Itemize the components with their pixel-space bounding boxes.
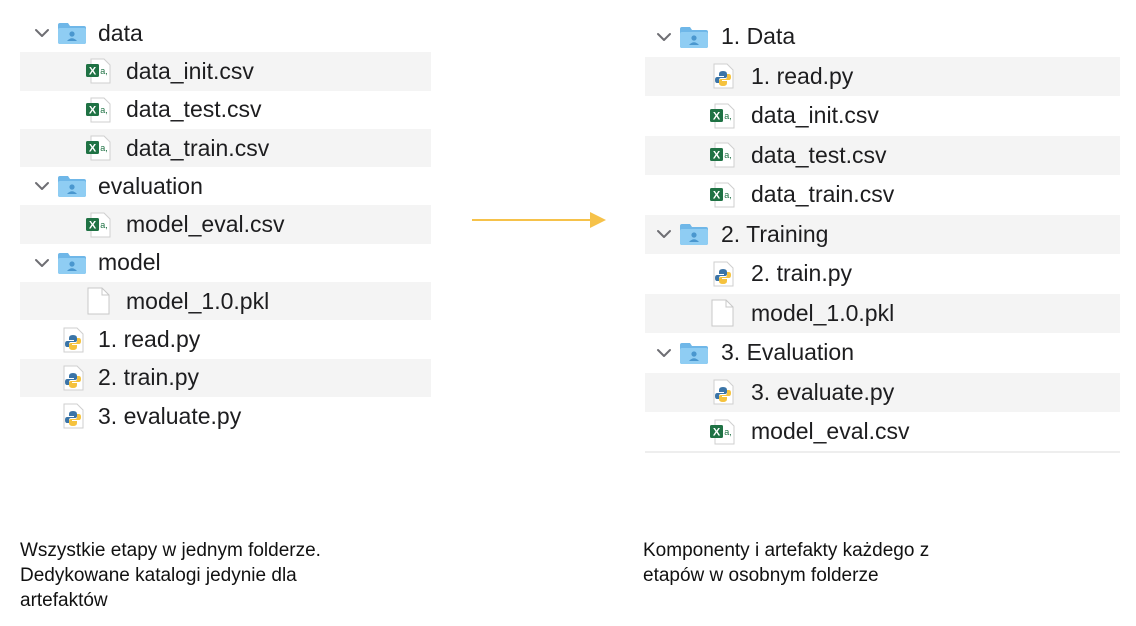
right-tree-row-label: 3. Evaluation	[721, 339, 854, 366]
left-tree-row[interactable]: evaluation	[20, 167, 431, 205]
python-file-icon	[709, 261, 735, 287]
svg-text:a,: a,	[100, 66, 108, 76]
python-file-icon	[59, 403, 85, 429]
right-tree-row-label: 3. evaluate.py	[751, 378, 895, 405]
left-tree-row-label: data_init.csv	[126, 57, 254, 84]
left-tree-row[interactable]: 2. train.py	[20, 358, 431, 397]
right-tree-row[interactable]: model_1.0.pkl	[645, 293, 1120, 333]
svg-text:X: X	[713, 150, 721, 162]
right-caption-line: Komponenty i artefakty każdego z	[643, 540, 930, 561]
right-tree-row-label: data_test.csv	[751, 141, 887, 168]
folder-icon	[679, 24, 709, 50]
left-tree-row[interactable]: data	[20, 14, 431, 52]
right-tree-row[interactable]: 3. Evaluation	[645, 333, 1120, 373]
right-tree-row-label: data_train.csv	[751, 181, 895, 208]
svg-text:X: X	[89, 219, 97, 231]
left-tree-row-label: data_test.csv	[126, 96, 262, 123]
left-caption-line: Wszystkie etapy w jednym folderze.	[20, 540, 321, 561]
left-tree-row[interactable]: 1. read.py	[20, 320, 431, 358]
folder-icon	[679, 340, 709, 366]
svg-text:a,: a,	[724, 427, 732, 437]
right-tree-row-label: 1. read.py	[751, 62, 854, 89]
folder-icon	[57, 20, 87, 46]
left-tree-row-label: evaluation	[98, 172, 203, 199]
chevron-down-icon[interactable]	[655, 225, 673, 243]
python-file-icon	[709, 379, 735, 405]
left-tree-row-label: model_eval.csv	[126, 211, 285, 238]
right-tree-row[interactable]: 3. evaluate.py	[645, 372, 1120, 412]
left-tree-row-label: model_1.0.pkl	[126, 287, 270, 314]
left-tree-row-label: model	[98, 249, 161, 276]
svg-text:a,: a,	[100, 143, 108, 153]
left-tree-row-label: 1. read.py	[98, 326, 201, 353]
folder-icon	[57, 250, 87, 276]
right-tree-row[interactable]: 1. read.py	[645, 56, 1120, 96]
left-tree-row[interactable]: model_1.0.pkl	[20, 282, 431, 321]
left-caption: Wszystkie etapy w jednym folderze. Dedyk…	[20, 538, 400, 613]
folder-icon	[57, 173, 87, 199]
chevron-down-icon[interactable]	[655, 28, 673, 46]
right-tree-row-label: 2. Training	[721, 220, 829, 247]
right-tree-row-label: data_init.csv	[751, 102, 879, 129]
right-caption: Komponenty i artefakty każdego z etapów …	[643, 538, 1023, 588]
chevron-down-icon[interactable]	[33, 254, 51, 272]
chevron-down-icon[interactable]	[33, 24, 51, 42]
right-tree-row-label: 1. Data	[721, 23, 796, 50]
svg-text:X: X	[713, 110, 721, 122]
right-tree-row[interactable]: 2. train.py	[645, 254, 1120, 294]
left-tree-row-label: 2. train.py	[98, 364, 199, 391]
generic-file-icon	[709, 299, 735, 327]
left-caption-line: Dedykowane katalogi jedynie dla	[20, 565, 297, 586]
right-tree-row-label: model_1.0.pkl	[751, 299, 895, 326]
svg-text:X: X	[89, 66, 97, 78]
svg-text:a,: a,	[100, 105, 108, 115]
generic-file-icon	[85, 287, 111, 315]
svg-text:a,: a,	[724, 190, 732, 200]
right-tree-row[interactable]: 1. Data	[645, 17, 1120, 57]
chevron-down-icon[interactable]	[655, 344, 673, 362]
python-file-icon	[709, 63, 735, 89]
left-tree-row-label: data	[98, 19, 143, 46]
left-caption-line: artefaktów	[20, 590, 108, 611]
chevron-down-icon[interactable]	[33, 177, 51, 195]
left-tree-row-label: 3. evaluate.py	[98, 402, 242, 429]
right-caption-line: etapów w osobnym folderze	[643, 565, 879, 586]
svg-text:X: X	[89, 143, 97, 155]
svg-text:X: X	[89, 104, 97, 116]
right-tree-row-label: model_eval.csv	[751, 418, 910, 445]
python-file-icon	[59, 365, 85, 391]
tree-divider	[645, 451, 1120, 453]
arrow-icon	[472, 212, 606, 228]
left-tree-row[interactable]: model	[20, 244, 431, 282]
svg-text:a,: a,	[100, 220, 108, 230]
left-tree-row-label: data_train.csv	[126, 134, 270, 161]
svg-text:a,: a,	[724, 111, 732, 121]
svg-text:a,: a,	[724, 150, 732, 160]
left-tree-row[interactable]: 3. evaluate.py	[20, 397, 431, 435]
right-tree-row[interactable]: 2. Training	[645, 214, 1120, 254]
svg-text:X: X	[713, 189, 721, 201]
right-tree-row-label: 2. train.py	[751, 260, 852, 287]
python-file-icon	[59, 327, 85, 353]
svg-text:X: X	[713, 426, 721, 438]
folder-icon	[679, 221, 709, 247]
